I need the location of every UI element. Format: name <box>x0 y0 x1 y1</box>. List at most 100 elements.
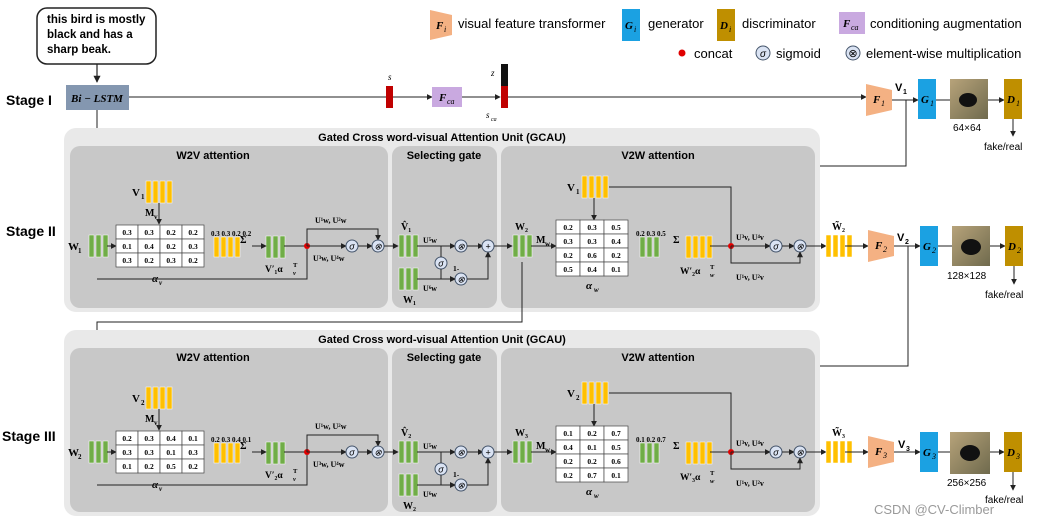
legend-d-label: discriminator <box>742 16 816 31</box>
u34w-label: U³w, U⁴w <box>313 254 345 263</box>
alpha-w-cell: 0.1 <box>563 429 573 438</box>
sum-v: Σ <box>240 235 247 246</box>
f1-block <box>866 84 892 116</box>
sca-vector <box>501 86 508 108</box>
d3-sub: 3 <box>1015 452 1020 461</box>
w-gate-bar-0 <box>398 473 405 497</box>
alpha-w-cell: 0.5 <box>563 265 573 274</box>
alpha-v-cell: 0.2 <box>122 434 132 443</box>
vprime-bar-2 <box>279 235 286 259</box>
legend-mult-label: element-wise multiplication <box>866 46 1021 61</box>
alpha-w-cell: 0.2 <box>563 457 573 466</box>
alpha-w-cell: 0.1 <box>587 443 597 452</box>
res-128-label: 128×128 <box>947 271 987 282</box>
v-top-bar-0 <box>581 381 588 405</box>
u34v-label: U³v, U⁴v <box>736 233 764 242</box>
wprime-sub: w <box>710 478 715 485</box>
what-label: W̃₃ <box>832 426 845 439</box>
alpha-w-row: 0.2 0.3 0.5 <box>636 230 666 238</box>
wprime-bar-0 <box>685 235 692 259</box>
gcau2-v2w-panel <box>501 348 815 512</box>
alpha-v-cell: 0.2 <box>166 228 176 237</box>
g1-symbol: G <box>921 94 929 106</box>
alpha-w-cell: 0.1 <box>611 471 621 480</box>
vprime-bar-1 <box>272 441 279 465</box>
sigmoid-1-symbol: σ <box>349 448 355 458</box>
alpha-v-cell: 0.3 <box>188 448 198 457</box>
legend: F i visual feature transformer G i gener… <box>430 9 1022 61</box>
v-top-sub: 2 <box>576 394 580 402</box>
weighted-v-bar-3 <box>234 236 241 258</box>
v-input-label: V <box>132 187 140 199</box>
wprime-sup: T <box>710 470 715 477</box>
v-top-bar-2 <box>595 381 602 405</box>
legend-g-label: generator <box>648 16 704 31</box>
wprime-sup: T <box>710 264 715 271</box>
alpha-v-sub: v <box>159 279 163 287</box>
wprime-bar-0 <box>685 441 692 465</box>
weighted-w-bar-1 <box>646 236 653 258</box>
gcau1-gate-title: Selecting gate <box>407 150 482 162</box>
vprime-bar-0 <box>265 441 272 465</box>
sigmoid-1-symbol: σ <box>349 242 355 252</box>
fca-block <box>432 87 462 107</box>
wprime-bar-2 <box>699 235 706 259</box>
v3-sub: 3 <box>906 446 910 453</box>
w-next-label: W₂ <box>515 222 528 233</box>
mv-label: M <box>145 414 155 425</box>
w-input-label: W <box>68 447 79 459</box>
alpha-w-label: α <box>586 486 593 498</box>
v1-sub: 1 <box>903 89 907 96</box>
wprime-label: W′₂α <box>680 267 701 277</box>
mw-sub: w <box>545 240 551 248</box>
bird-silhouette-128 <box>961 239 981 255</box>
alpha-w-cell: 0.5 <box>611 223 621 232</box>
alpha-v-cell: 0.3 <box>188 242 198 251</box>
u34v-label: U³v, U⁴v <box>736 439 764 448</box>
bird-silhouette-256 <box>960 445 980 461</box>
gcau2-gate-panel <box>392 348 497 512</box>
caption-line-1: this bird is mostly <box>47 14 146 26</box>
v-input-sub: 1 <box>141 193 145 201</box>
alpha-w-cell: 0.2 <box>563 251 573 260</box>
v2-symbol: V <box>897 232 905 244</box>
w-gate-bar-0 <box>398 267 405 291</box>
wprime-label: W′₃α <box>680 473 701 483</box>
alpha-v-cell: 0.5 <box>166 462 176 471</box>
alpha-v-cell: 0.3 <box>144 228 154 237</box>
bilstm-block <box>66 85 129 110</box>
weighted-v-bar-3 <box>234 442 241 464</box>
alpha-v-cell: 0.3 <box>122 228 132 237</box>
stage-2-label: Stage II <box>6 223 56 239</box>
fca-sub: ca <box>447 97 455 106</box>
vhat-bar-1 <box>405 440 412 464</box>
res-64-label: 64×64 <box>953 123 982 134</box>
vprime-sub: v <box>293 476 296 483</box>
plus-gate-symbol: + <box>485 448 490 458</box>
w-input-bar-1 <box>95 440 102 464</box>
v-top-bar-3 <box>602 175 609 199</box>
v-input-bar-1 <box>152 180 159 204</box>
w-next-bar-1 <box>519 440 526 464</box>
v-bypass <box>609 392 732 449</box>
concat-dot <box>678 49 686 57</box>
what-bar-2 <box>839 440 846 464</box>
legend-sigmoid-label: sigmoid <box>776 46 821 61</box>
legend-concat-label: concat <box>694 46 733 61</box>
sigmoid-symbol: σ <box>760 49 767 60</box>
u12w-label: U¹w, U²w <box>315 422 347 431</box>
mv-sub: v <box>154 419 158 427</box>
alpha-w-cell: 0.3 <box>563 237 573 246</box>
fca-symbol: F <box>438 92 447 104</box>
vhat-bar-0 <box>398 234 405 258</box>
mv-sub: v <box>154 213 158 221</box>
vprime-bar-0 <box>265 235 272 259</box>
alpha-v-cell: 0.2 <box>166 242 176 251</box>
gcau2-title: Gated Cross word-visual Attention Unit (… <box>318 334 566 346</box>
u6w-label: U⁶w <box>423 490 437 499</box>
stage-1-label: Stage I <box>6 92 52 108</box>
v-top-sub: 1 <box>576 188 580 196</box>
u5w-label: U⁵w <box>423 236 437 245</box>
legend-d-sub: i <box>729 25 731 34</box>
z-vector <box>501 64 508 86</box>
